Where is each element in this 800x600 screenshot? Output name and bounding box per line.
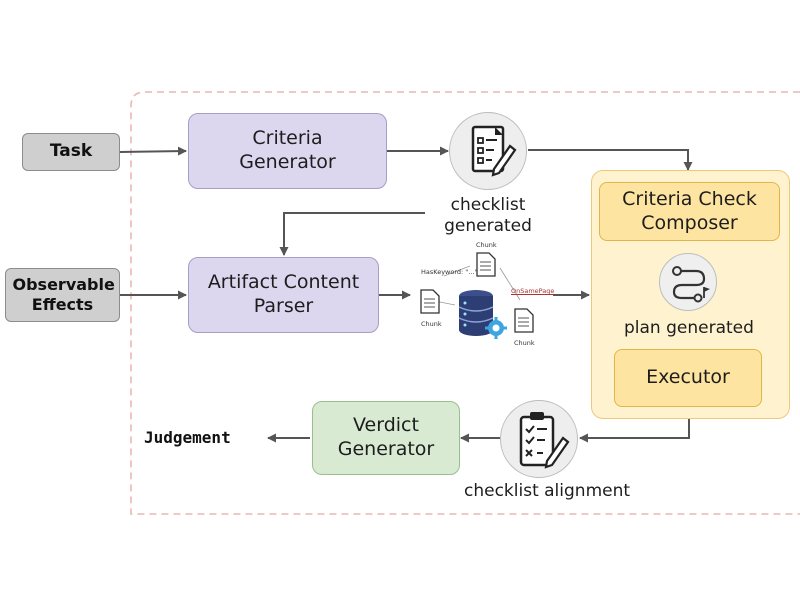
- chunk-label-right: Chunk: [514, 339, 535, 347]
- observable-effects-input: Observable Effects: [5, 268, 120, 322]
- on-same-page-label: OnSamePage: [511, 287, 555, 295]
- judgement-output: Judgement: [144, 428, 231, 447]
- arrow-checklist-feedback-to-parser: [279, 212, 425, 256]
- has-keyword-label: HasKeyword: "...": [421, 268, 478, 276]
- chunk-label-left: Chunk: [421, 320, 442, 328]
- executor-box: Executor: [614, 349, 762, 407]
- plan-path-icon: [659, 253, 717, 311]
- arrow-checklist-to-composer: [528, 149, 693, 171]
- chunk-label-top: Chunk: [476, 241, 497, 249]
- database-gear-icon: [458, 290, 507, 339]
- checklist-pen-icon: [449, 112, 527, 190]
- criteria-generator-box: Criteria Generator: [188, 113, 387, 189]
- plan-generated-caption: plan generated: [624, 318, 754, 338]
- task-input: Task: [22, 133, 120, 171]
- document-icon: [476, 252, 496, 277]
- clipboard-checklist-icon: [500, 400, 578, 478]
- checklist-generated-caption: checklist generated: [444, 195, 532, 237]
- artifact-content-parser-box: Artifact Content Parser: [188, 257, 379, 333]
- document-icon: [420, 289, 440, 314]
- system-boundary: [130, 91, 800, 515]
- criteria-check-composer-box: Criteria Check Composer: [599, 182, 780, 241]
- checklist-alignment-caption: checklist alignment: [464, 481, 631, 501]
- document-icon: [514, 308, 534, 333]
- verdict-generator-box: Verdict Generator: [312, 401, 460, 475]
- arrow-task-to-criteria-generator: [119, 146, 187, 156]
- arrow-panel-to-alignment: [579, 419, 690, 443]
